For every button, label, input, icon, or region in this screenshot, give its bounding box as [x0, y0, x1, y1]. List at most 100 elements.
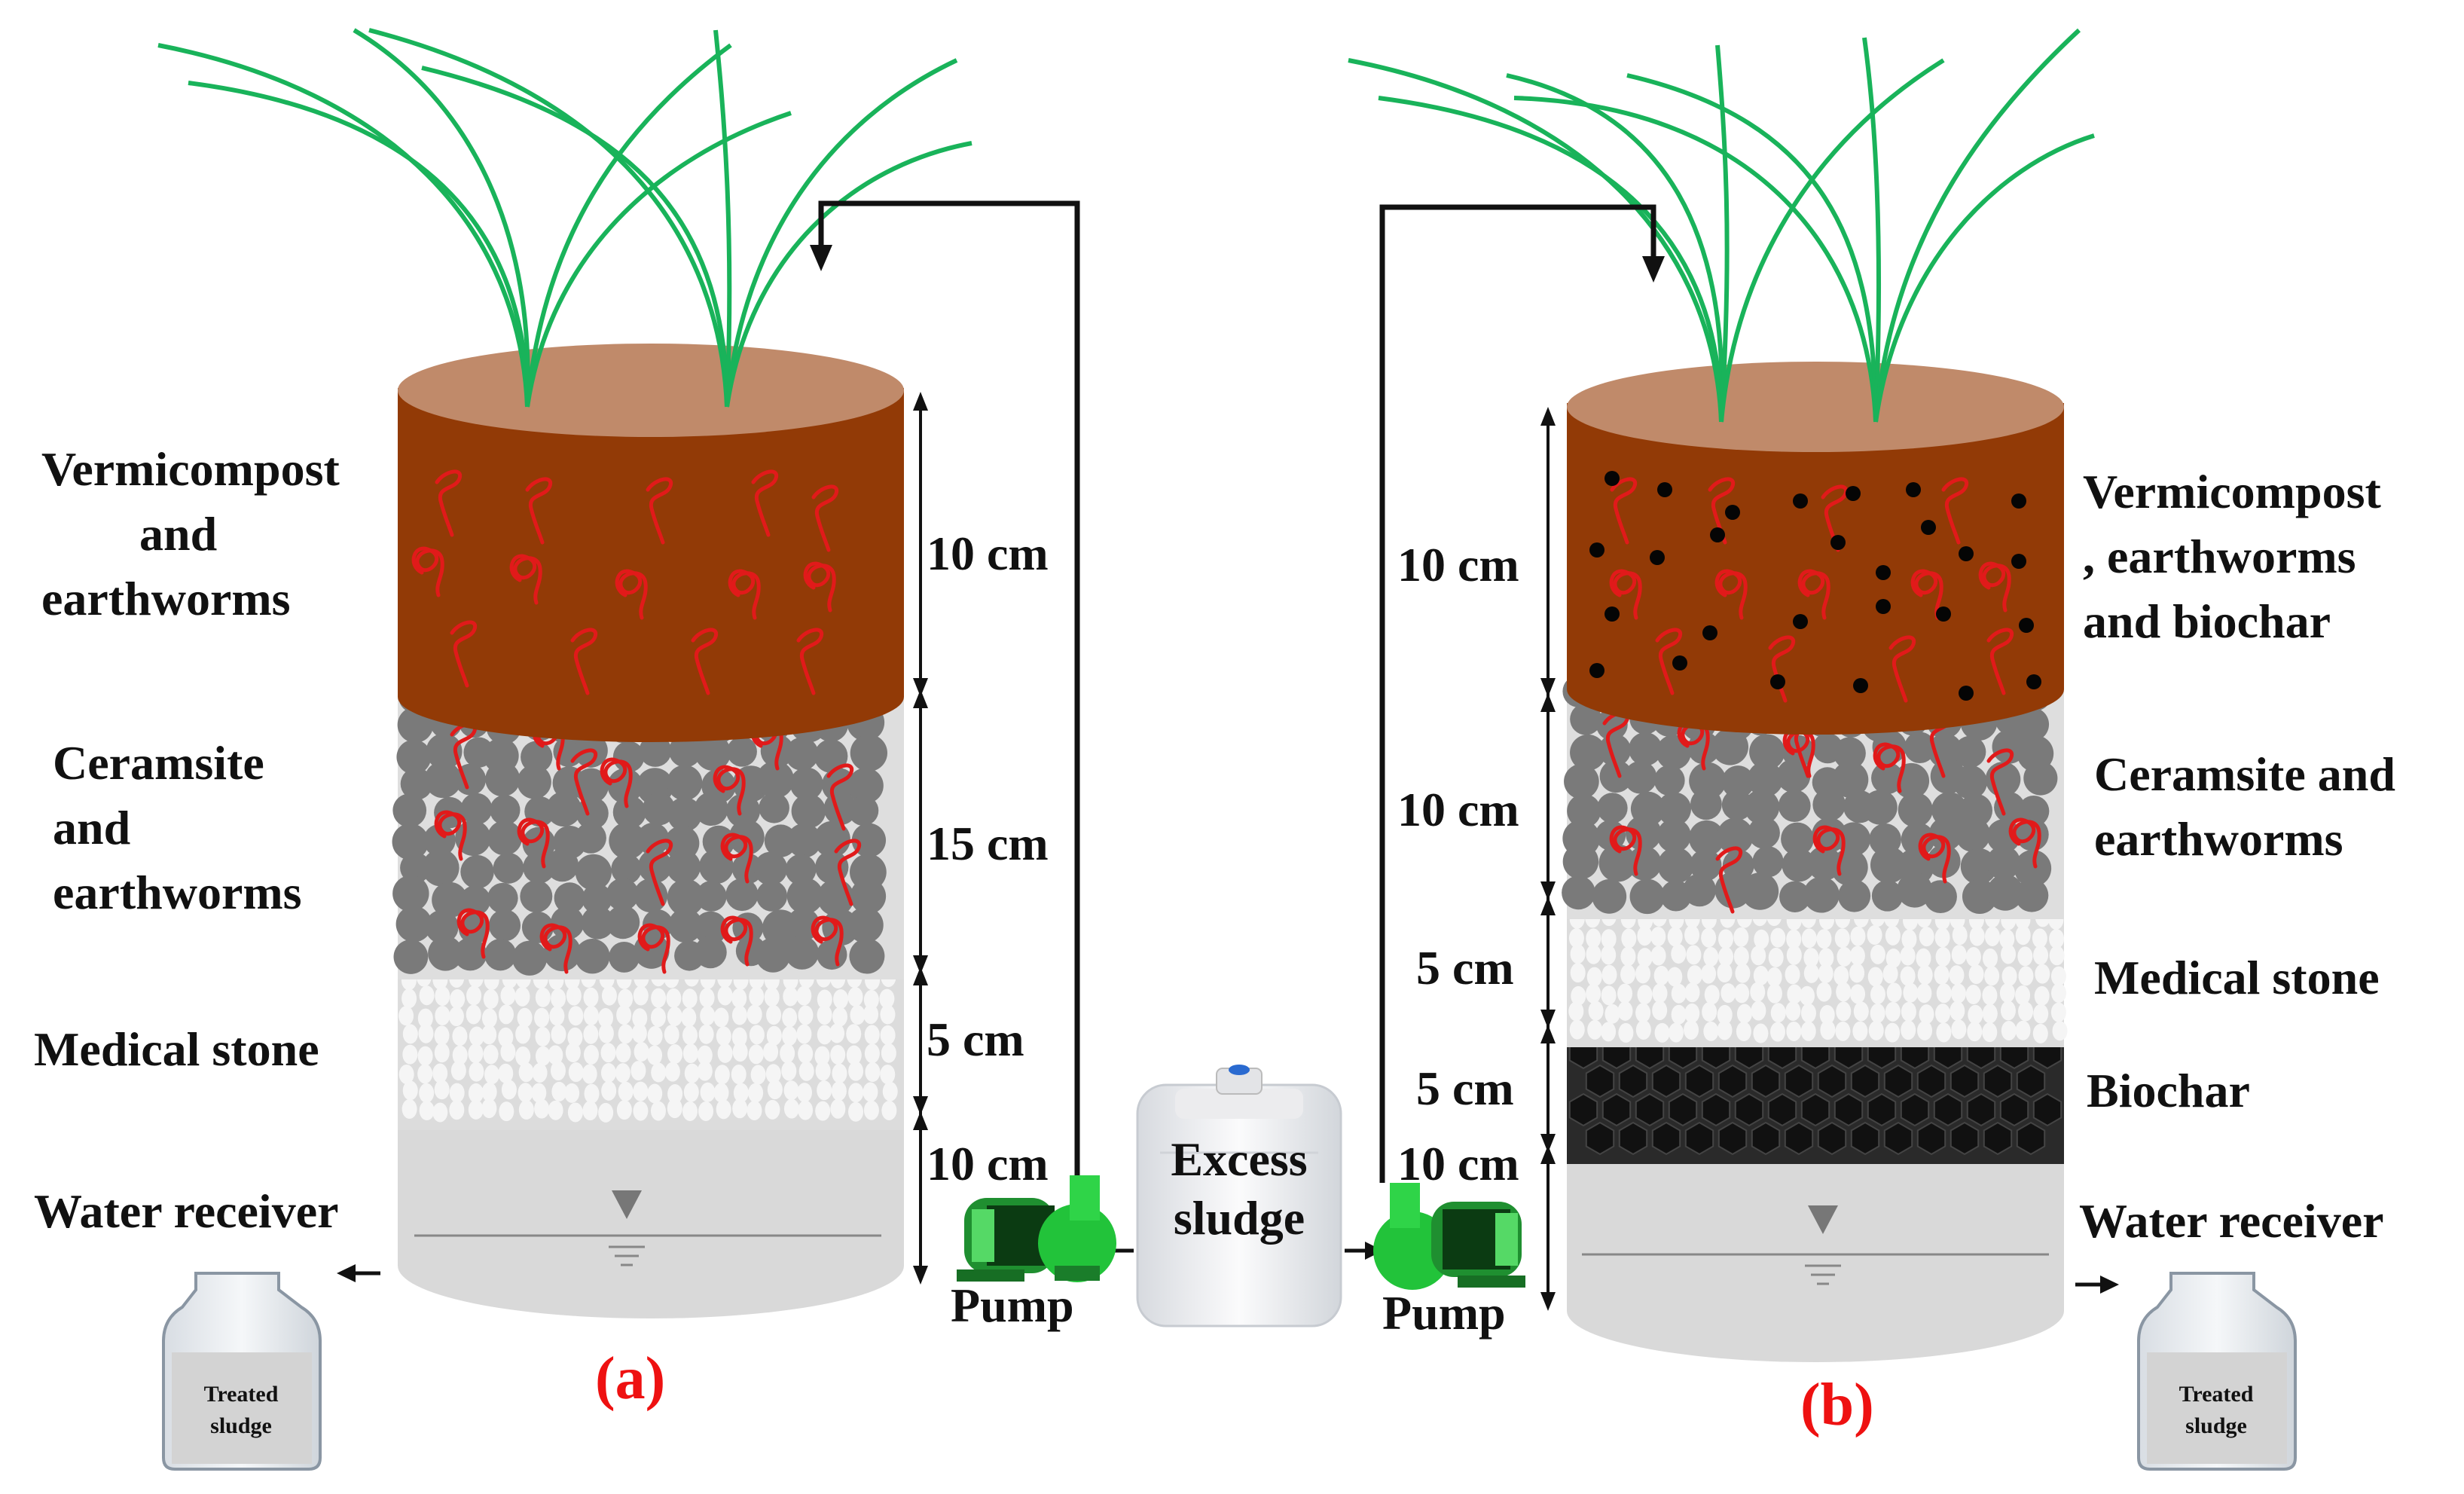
column-a-dimension-lines: [913, 392, 928, 1285]
medical-stone-granule: [515, 1046, 531, 1066]
medical-stone-granule: [798, 1043, 814, 1064]
label-line: Vermicompost: [41, 442, 340, 496]
ceramsite-pebble: [485, 762, 521, 797]
medical-stone-granule: [814, 1046, 830, 1066]
ceramsite-pebble: [1897, 872, 1933, 908]
medical-stone-granule: [1721, 983, 1736, 1004]
medical-stone-granule: [1984, 926, 2000, 946]
earthworm-icon: [1910, 569, 1943, 620]
ceramsite-pebble: [1597, 793, 1628, 823]
medical-stone-granule: [466, 1004, 481, 1025]
medical-stone-granule: [402, 1098, 417, 1119]
medical-stone-granule: [631, 1061, 646, 1081]
medical-stone-granule: [1916, 948, 1931, 968]
medical-stone-granule: [498, 1063, 514, 1083]
medical-stone-granule: [732, 1042, 748, 1062]
medical-stone-granule: [700, 1006, 716, 1026]
medical-stone-granule: [450, 988, 466, 1009]
medical-stone-granule: [683, 1082, 699, 1102]
medical-stone-granule: [1867, 925, 1882, 946]
ceramsite-pebble: [2015, 878, 2049, 912]
medical-stone-granule: [1833, 965, 1849, 985]
biochar-particle: [1906, 482, 1921, 497]
caption-b: (b): [1800, 1372, 1874, 1438]
medical-stone-granule: [1982, 985, 1998, 1006]
biochar-piece: [1833, 1092, 1864, 1127]
medical-stone-granule: [1617, 1001, 1633, 1021]
label-line: , earthworms: [2083, 530, 2356, 583]
medical-stone-granule: [796, 985, 812, 1006]
ceramsite-pebble: [1927, 845, 1961, 878]
ceramsite-pebble: [1570, 734, 1606, 771]
ceramsite-pebble: [1747, 761, 1783, 797]
medical-stone-granule: [615, 1043, 631, 1063]
biochar-piece: [1817, 1064, 1847, 1098]
medical-stone-granule: [1701, 964, 1717, 984]
medical-stone-granule: [517, 1007, 533, 1028]
ceramsite-pebble: [642, 793, 676, 826]
column-b-biochar-particles: [1589, 471, 2041, 701]
medical-stone-granule: [863, 989, 879, 1010]
medical-stone-granule: [1853, 1001, 1869, 1022]
medical-stone-granule: [1717, 963, 1733, 983]
medical-stone-granule: [551, 1024, 566, 1044]
biochar-piece: [1966, 1092, 1996, 1127]
earthworm-icon: [509, 554, 542, 605]
medical-stone-granule: [583, 1024, 599, 1044]
biochar-particle: [1876, 565, 1891, 580]
ceramsite-pebble: [725, 878, 759, 912]
ceramsite-pebble: [1564, 763, 1599, 799]
medical-stone-granule: [881, 1100, 897, 1120]
medical-stone-granule: [833, 989, 849, 1010]
ceramsite-pebble: [392, 793, 427, 828]
label-a-vermicompost: Vermicompost and earthworms: [41, 437, 340, 631]
medical-stone-granule: [846, 1045, 862, 1065]
ceramsite-pebble: [453, 937, 487, 971]
ceramsite-pebble: [2015, 707, 2050, 741]
medical-stone-granule: [618, 1081, 634, 1101]
earthworm-icon: [826, 763, 854, 831]
medical-stone-granule: [1601, 964, 1617, 985]
medical-stone-granule: [1652, 1001, 1668, 1021]
label-line: Excess: [1171, 1132, 1308, 1186]
ceramsite-pebble: [1711, 728, 1748, 765]
biochar-piece: [1684, 1121, 1714, 1156]
ceramsite-pebble: [669, 734, 702, 768]
ceramsite-pebble: [1657, 847, 1694, 884]
medical-stone-granule: [567, 1027, 583, 1047]
biochar-piece: [1701, 1092, 1731, 1127]
medical-stone-granule: [1836, 1001, 1852, 1022]
column-b-earthworms: [1609, 477, 2014, 703]
medical-stone-granule: [682, 1025, 698, 1046]
ceramsite-pebble: [554, 882, 586, 914]
ceramsite-pebble: [1898, 792, 1933, 828]
ceramsite-pebble: [667, 797, 702, 832]
ceramsite-pebble: [606, 905, 640, 939]
medical-stone-granule: [1917, 1020, 1933, 1040]
biochar-piece: [1883, 1064, 1913, 1098]
biochar-particle: [1657, 482, 1672, 497]
ceramsite-pebble: [1812, 788, 1846, 821]
earthworm-icon: [600, 757, 633, 808]
medical-stone-granule: [2001, 1020, 2017, 1040]
medical-stone-granule: [468, 1083, 484, 1103]
ceramsite-pebble: [1838, 879, 1871, 912]
medical-stone-granule: [402, 1044, 418, 1065]
medical-stone-granule: [1949, 965, 1965, 985]
medical-stone-granule: [848, 1061, 864, 1081]
ceramsite-pebble: [393, 939, 429, 974]
medical-stone-granule: [535, 987, 551, 1007]
medical-stone-granule: [714, 1065, 730, 1085]
medical-stone-granule: [1704, 985, 1720, 1005]
medical-stone-granule: [564, 1083, 580, 1103]
ceramsite-pebble: [395, 906, 432, 943]
ceramsite-pebble: [575, 939, 610, 974]
earthworm-icon: [713, 765, 746, 816]
medical-stone-granule: [667, 1007, 682, 1027]
medical-stone-granule: [548, 1045, 563, 1065]
earthworm-icon: [1986, 628, 2014, 695]
medical-stone-granule: [483, 1044, 499, 1065]
label-line: earthworms: [41, 572, 291, 625]
medical-stone-granule: [499, 1101, 514, 1122]
medical-stone-granule: [747, 1100, 762, 1120]
